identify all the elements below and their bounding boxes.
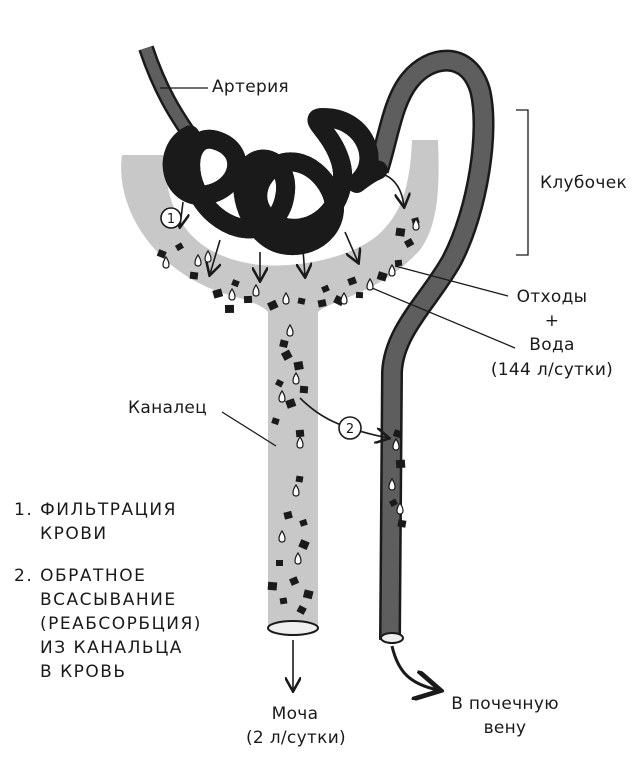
waste-particle <box>293 361 304 371</box>
label-filtrate-volume: (144 л/сутки) <box>490 360 614 380</box>
waste-particle <box>347 276 358 286</box>
marker-2: 2 <box>338 416 362 440</box>
label-tubule: Каналец <box>128 398 208 418</box>
waste-particle <box>376 271 388 282</box>
label-urine: Моча <box>271 704 319 724</box>
waste-particle <box>302 589 314 600</box>
label-artery: Артерия <box>212 77 289 97</box>
legend-item-2-line1: 2. ОБРАТНОЕ <box>14 566 147 586</box>
legend-item-1-line1: 1. ФИЛЬТРАЦИЯ <box>14 500 177 520</box>
water-drop <box>292 483 300 497</box>
waste-particle <box>355 291 364 299</box>
legend-item-2-line4: ИЗ КАНАЛЬЦА <box>40 638 183 658</box>
waste-particle <box>267 581 278 591</box>
water-drop <box>396 501 404 515</box>
water-drop <box>252 283 260 297</box>
water-drop <box>286 323 294 337</box>
filtrate-particles <box>156 217 420 615</box>
waste-particle <box>297 297 306 305</box>
label-vein-line1: В почечную <box>451 694 559 714</box>
water-drop <box>412 217 420 231</box>
waste-particle <box>156 249 167 259</box>
waste-particle <box>274 378 284 388</box>
waste-particle <box>395 459 406 469</box>
waste-particle <box>279 339 289 349</box>
waste-particle <box>403 237 415 248</box>
waste-particle <box>299 385 309 394</box>
water-drop <box>366 277 374 291</box>
water-drop <box>204 249 212 263</box>
waste-particle <box>394 259 403 267</box>
label-plus: + <box>544 311 560 331</box>
waste-particle <box>317 299 327 308</box>
waste-particle <box>296 604 307 615</box>
water-drop <box>294 551 302 565</box>
label-glomerulus: Клубочек <box>540 173 628 193</box>
svg-text:1: 1 <box>167 212 175 227</box>
waste-particle <box>392 429 403 439</box>
legend-item-2-line3: (РЕАБСОРБЦИЯ) <box>40 614 202 634</box>
vein-exit-arrow <box>390 645 438 690</box>
legend-item-2-line5: В КРОВЬ <box>40 662 127 682</box>
waste-particle <box>189 271 199 280</box>
waste-particle <box>276 560 283 566</box>
waste-particle <box>321 284 330 293</box>
water-drop <box>388 477 396 491</box>
waste-particle <box>299 518 308 527</box>
water-drop <box>278 529 286 543</box>
waste-particle <box>285 398 297 409</box>
waste-particle <box>212 288 224 299</box>
waste-particle <box>295 475 304 483</box>
waste-particle <box>224 304 235 314</box>
waste-particle <box>295 429 305 438</box>
waste-particle <box>388 498 398 508</box>
label-vein-line2: вену <box>483 718 527 738</box>
water-drop <box>340 291 348 305</box>
waste-particle <box>280 349 293 361</box>
legend-item-1-line2: КРОВИ <box>40 524 108 544</box>
waste-particle <box>231 279 240 288</box>
waste-particle <box>243 295 253 304</box>
waste-particle <box>267 299 279 311</box>
legend-item-2-line2: ВСАСЫВАНИЕ <box>40 590 177 610</box>
water-drop <box>194 253 202 267</box>
svg-text:2: 2 <box>346 422 354 437</box>
reabsorption-arrow <box>299 397 388 438</box>
waste-particle <box>271 417 280 426</box>
water-drop <box>292 371 300 385</box>
waste-particle <box>174 242 184 252</box>
waste-particle <box>283 510 293 520</box>
water-drop <box>282 291 290 305</box>
water-drop <box>162 255 170 269</box>
marker-1: 1 <box>160 207 182 229</box>
vein <box>369 52 492 641</box>
label-water: Вода <box>529 335 575 355</box>
water-drop <box>392 437 400 451</box>
waste-particle <box>395 227 406 237</box>
tubule-opening <box>267 620 319 636</box>
waste-particle <box>397 519 407 528</box>
vein-opening <box>380 632 404 644</box>
label-urine-volume: (2 л/сутки) <box>245 728 346 748</box>
water-drop <box>388 263 396 277</box>
leader-lines <box>160 87 529 447</box>
water-drop <box>228 287 236 301</box>
water-drop <box>296 435 304 449</box>
label-waste: Отходы <box>516 287 588 307</box>
artery <box>140 46 195 139</box>
waste-particle <box>279 597 288 605</box>
waste-particle <box>298 539 310 550</box>
water-drop <box>278 389 286 403</box>
waste-particle <box>289 576 300 586</box>
glomerulus-coil <box>172 118 388 246</box>
